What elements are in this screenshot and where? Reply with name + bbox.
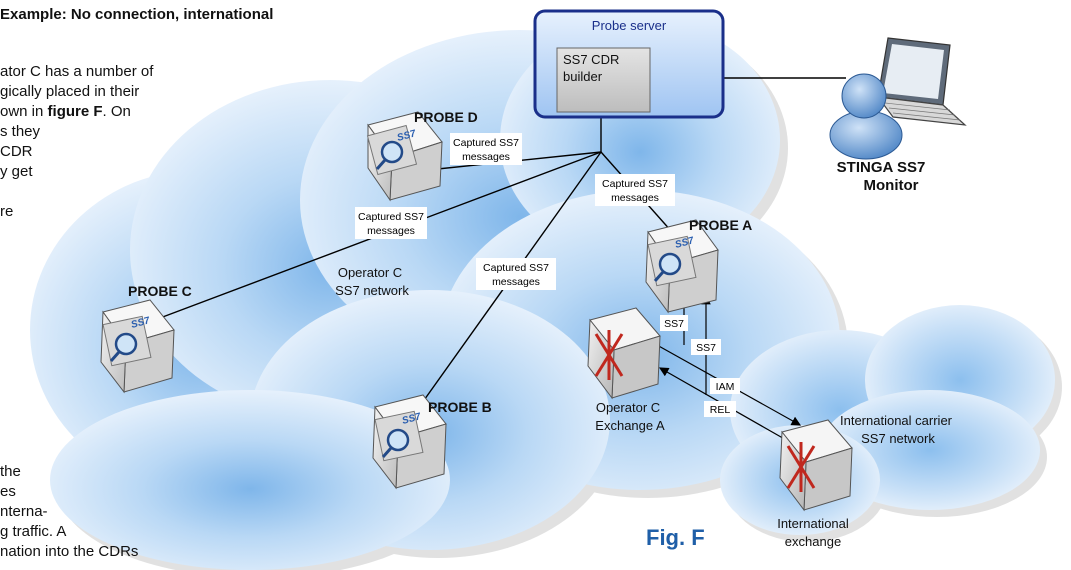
side-text-line: g traffic. A [0, 523, 67, 540]
svg-text:messages: messages [492, 276, 540, 288]
side-text-line: gically placed in their [0, 83, 140, 100]
side-text-line: CDR [0, 143, 33, 160]
cdr-builder-line2: builder [563, 69, 603, 84]
side-text-line: re [0, 203, 14, 220]
person-icon [829, 73, 903, 160]
monitor-label-line2: Monitor [864, 177, 919, 194]
captured-label-c: Captured SS7 messages [355, 207, 427, 239]
exchange-a-label-line2: Exchange A [595, 418, 665, 433]
probe-b-label: PROBE B [428, 399, 492, 415]
probe-b-magnifier-icon [386, 428, 410, 452]
figure-caption: Fig. F [646, 525, 705, 550]
international-network-label-line1: International carrier [840, 413, 953, 428]
svg-text:Captured SS7: Captured SS7 [483, 262, 549, 274]
probe-d-badge: SS7 [396, 128, 418, 144]
captured-label-b: Captured SS7 messages [476, 258, 556, 290]
international-network-label-line2: SS7 network [861, 431, 935, 446]
probe-server: Probe server SS7 CDR builder [533, 9, 725, 119]
side-text-line: nation into the CDRs [0, 543, 139, 560]
ss7-label-left: SS7 [660, 315, 688, 331]
iam-label: IAM [710, 378, 740, 394]
international-exchange [779, 419, 853, 512]
svg-text:SS7: SS7 [664, 318, 684, 330]
international-exchange-label-line2: exchange [785, 534, 841, 549]
svg-text:IAM: IAM [716, 381, 735, 393]
probe-d: SS7 [366, 111, 443, 202]
operator-network-label-line1: Operator C [338, 265, 402, 280]
probe-c-badge: SS7 [130, 315, 152, 331]
side-text-line: ator C has a number of [0, 63, 154, 80]
side-text-line: s they [0, 123, 41, 140]
probe-server-title: Probe server [592, 18, 667, 33]
monitor-label-line1: STINGA SS7 [837, 159, 926, 176]
svg-text:Captured SS7: Captured SS7 [602, 178, 668, 190]
probe-a-badge: SS7 [674, 235, 696, 251]
probe-b-badge: SS7 [401, 411, 423, 427]
cdr-builder-line1: SS7 CDR [563, 52, 619, 67]
captured-label-a: Captured SS7 messages [595, 174, 675, 206]
ss7-label-right: SS7 [691, 339, 721, 355]
exchange-a [587, 307, 661, 400]
probe-b: SS7 [372, 394, 447, 490]
captured-label-d: Captured SS7 messages [450, 133, 522, 165]
side-text-line: es [0, 483, 16, 500]
probe-a: SS7 [645, 219, 719, 314]
svg-text:Captured SS7: Captured SS7 [453, 137, 519, 149]
svg-text:messages: messages [367, 225, 415, 237]
exchange-a-switch-icon [594, 330, 624, 380]
cdr-builder: SS7 CDR builder [556, 47, 651, 113]
section-heading: Example: No connection, international [0, 6, 274, 23]
exchange-a-label-line1: Operator C [596, 400, 660, 415]
laptop-icon [876, 37, 967, 126]
side-text-line: nterna- [0, 503, 48, 520]
probe-a-magnifier-icon [658, 252, 682, 276]
svg-text:messages: messages [611, 192, 659, 204]
probe-a-label: PROBE A [689, 217, 752, 233]
figure-reference: figure F [47, 103, 103, 120]
rel-label: REL [704, 401, 736, 417]
operator-network-label-line2: SS7 network [335, 283, 409, 298]
side-text-line: own in figure F. On [0, 103, 131, 120]
svg-text:messages: messages [462, 151, 510, 163]
svg-text:Captured SS7: Captured SS7 [358, 211, 424, 223]
svg-text:REL: REL [710, 404, 731, 416]
probe-d-label: PROBE D [414, 109, 478, 125]
side-text-line: y get [0, 163, 33, 180]
international-exchange-label-line1: International [777, 516, 849, 531]
probe-c-label: PROBE C [128, 283, 192, 299]
international-exchange-switch-icon [786, 442, 816, 492]
probe-c-magnifier-icon [114, 332, 138, 356]
probe-d-magnifier-icon [380, 140, 404, 164]
svg-text:SS7: SS7 [696, 342, 716, 354]
probe-c: SS7 [100, 299, 175, 394]
side-text-line: the [0, 463, 21, 480]
